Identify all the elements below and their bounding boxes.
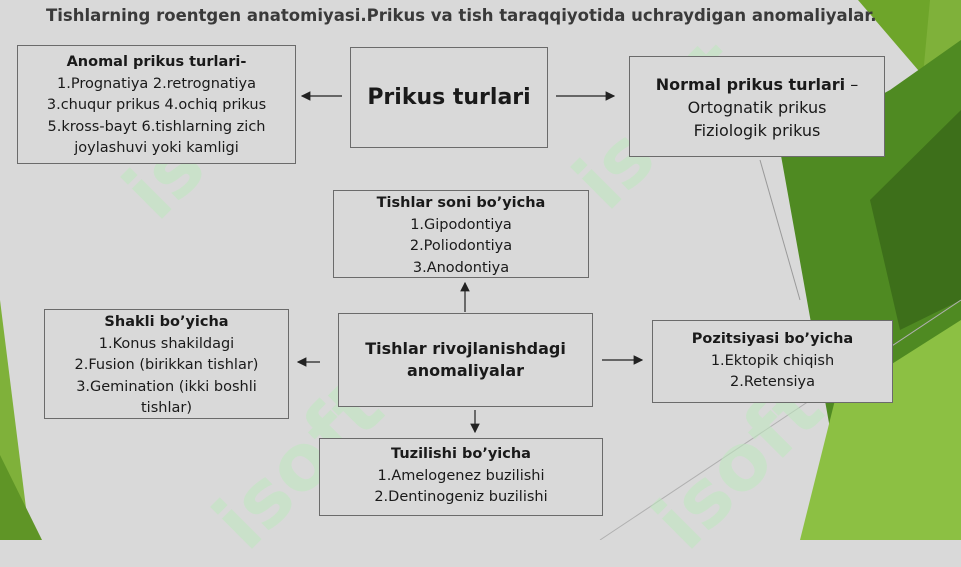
anomal-prikus-line: 1.Prognatiya 2.retrognatiya — [57, 75, 256, 92]
anomal-prikus-line: 5.kross-bayt 6.tishlarning zich — [47, 118, 266, 135]
anomal-prikus-heading: Anomal prikus turlari- — [66, 54, 247, 70]
normal-prikus-line: Fiziologik prikus — [693, 121, 821, 140]
tuzilishi-line: 1.Amelogenez buzilishi — [377, 467, 545, 484]
anomaliyalar-title: Tishlar rivojlanishdagi — [365, 339, 566, 358]
shakli-line: 2.Fusion (birikkan tishlar) — [74, 357, 259, 373]
tishlar-soni-line: 1.Gipodontiya — [410, 216, 512, 233]
anomal-prikus-box: Anomal prikus turlari- 1.Prognatiya 2.re… — [17, 45, 296, 164]
normal-prikus-dash: – — [845, 75, 859, 94]
slide-title: Tishlarning roentgen anatomiyasi.Prikus … — [46, 6, 877, 25]
pozitsiyasi-box: Pozitsiyasi bo’yicha 1.Ektopik chiqish 2… — [652, 320, 893, 403]
pozitsiyasi-line: 1.Ektopik chiqish — [710, 352, 835, 369]
tishlar-soni-heading: Tishlar soni bo’yicha — [376, 195, 546, 211]
shakli-line: 1.Konus shakildagi — [98, 335, 235, 352]
anomal-prikus-line: 3.chuqur prikus 4.ochiq prikus — [46, 97, 267, 113]
prikus-turlari-title: Prikus turlari — [367, 84, 531, 110]
tuzilishi-heading: Tuzilishi bo’yicha — [391, 446, 531, 462]
normal-prikus-box: Normal prikus turlari – Ortognatik priku… — [629, 56, 885, 157]
prikus-turlari-box: Prikus turlari — [350, 47, 548, 148]
anomaliyalar-box: Tishlar rivojlanishdagi anomaliyalar — [338, 313, 593, 407]
pozitsiyasi-line: 2.Retensiya — [729, 374, 816, 390]
background-decoration — [0, 0, 961, 540]
shakli-heading: Shakli bo’yicha — [104, 314, 229, 330]
shakli-line: 3.Gemination (ikki boshli — [76, 378, 257, 395]
anomal-prikus-line: joylashuvi yoki kamligi — [74, 140, 239, 156]
normal-prikus-heading: Normal prikus turlari — [655, 75, 846, 94]
tishlar-soni-line: 2.Poliodontiya — [409, 238, 513, 254]
tishlar-soni-box: Tishlar soni bo’yicha 1.Gipodontiya 2.Po… — [333, 190, 589, 278]
tuzilishi-box: Tuzilishi bo’yicha 1.Amelogenez buzilish… — [319, 438, 603, 516]
normal-prikus-line: Ortognatik prikus — [687, 98, 827, 117]
anomaliyalar-title: anomaliyalar — [406, 361, 524, 380]
shakli-line: tishlar) — [141, 400, 192, 416]
tishlar-soni-line: 3.Anodontiya — [412, 259, 510, 276]
pozitsiyasi-heading: Pozitsiyasi bo’yicha — [691, 331, 854, 347]
tuzilishi-line: 2.Dentinogeniz buzilishi — [374, 489, 548, 505]
shakli-box: Shakli bo’yicha 1.Konus shakildagi 2.Fus… — [44, 309, 289, 419]
